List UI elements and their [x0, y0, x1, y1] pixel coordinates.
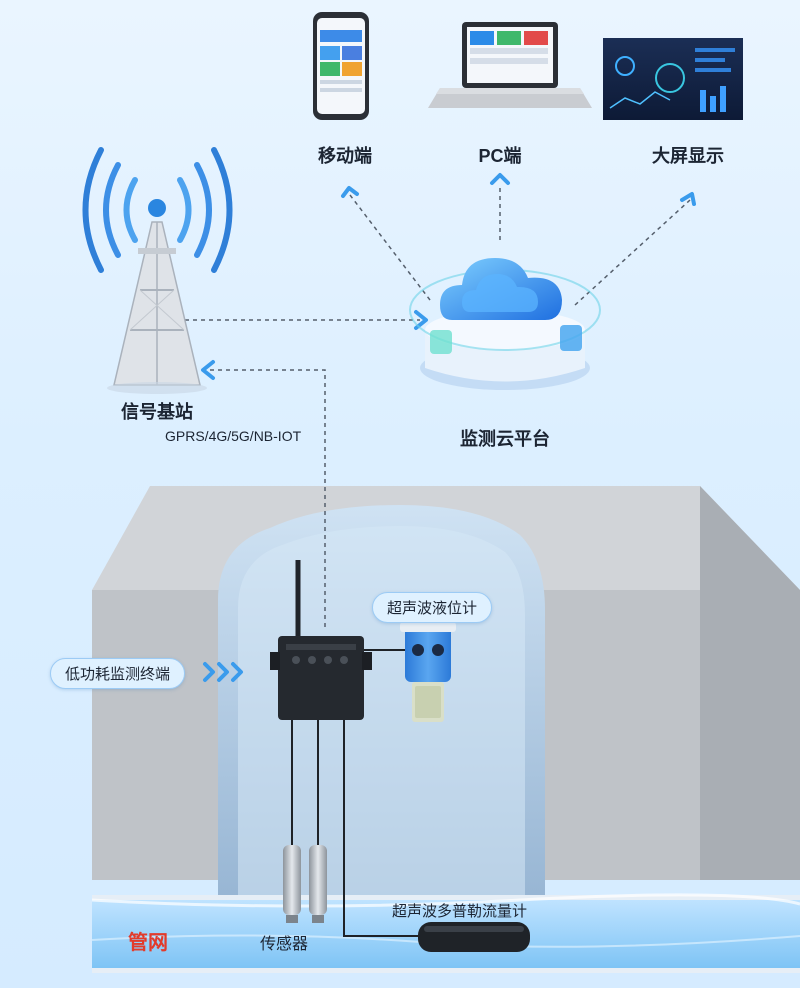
concrete-block — [92, 486, 800, 895]
arrow-chevrons — [201, 173, 696, 380]
terminal-label: 低功耗监测终端 — [50, 658, 186, 689]
connection-lines — [185, 185, 691, 630]
pipe-label: 管网 — [128, 932, 168, 954]
mobile-phone-icon — [313, 12, 369, 120]
cloud-platform-icon — [409, 258, 601, 390]
bigscreen-label: 大屏显示 — [652, 146, 724, 166]
base-station-protocols: GPRS/4G/5G/NB-IOT — [165, 428, 302, 444]
doppler-flow-meter-icon — [418, 922, 530, 952]
mobile-label: 移动端 — [318, 146, 372, 166]
pc-label: PC端 — [478, 146, 522, 166]
base-station-label: 信号基站 — [121, 402, 193, 422]
monitoring-terminal-icon — [270, 560, 430, 937]
flow-meter-label: 超声波多普勒流量计 — [392, 903, 528, 920]
signal-tower-icon — [82, 147, 233, 394]
laptop-icon — [428, 22, 592, 108]
level-meter-label: 超声波液位计 — [372, 592, 493, 623]
big-screen-icon — [603, 38, 743, 120]
ultrasonic-level-meter-icon — [400, 622, 456, 722]
sensor-label: 传感器 — [260, 936, 309, 953]
cloud-platform-label: 监测云平台 — [460, 429, 550, 449]
terminal-pointer-chevrons — [203, 662, 243, 682]
pressure-sensor-icons — [283, 845, 327, 923]
